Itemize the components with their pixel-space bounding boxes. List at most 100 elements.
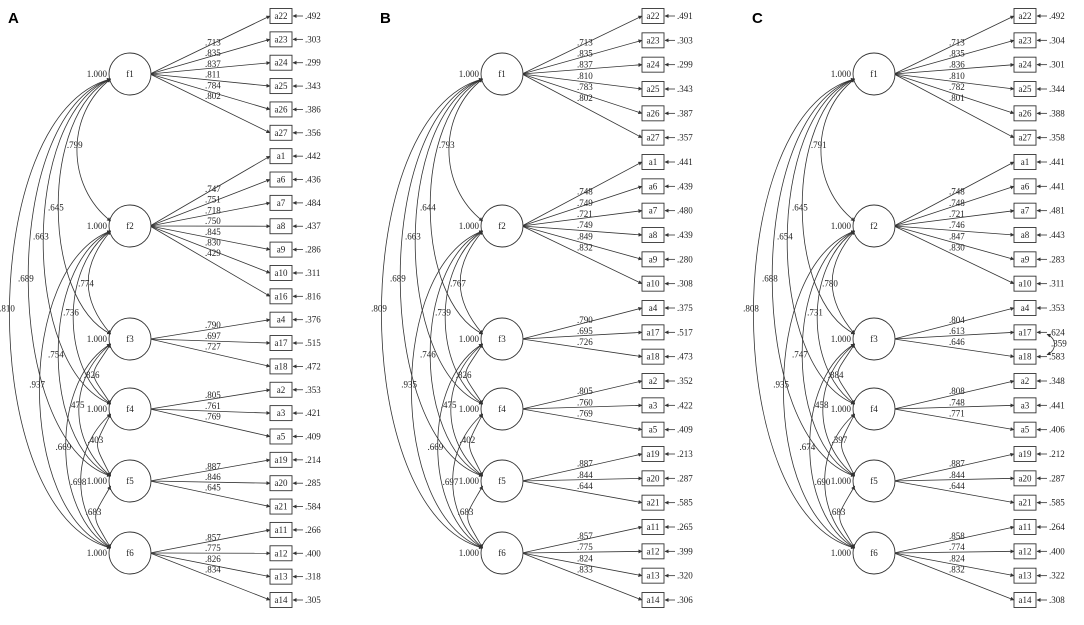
covariance-label: .690: [815, 477, 831, 487]
loading-path: [893, 403, 1015, 410]
error-variance: .212: [1049, 449, 1065, 459]
loading-label: .790: [577, 315, 593, 325]
loading-path: [149, 388, 271, 410]
indicator-box: [1013, 373, 1037, 389]
indicator-name: a11: [1019, 522, 1032, 532]
indicator-box: [1013, 494, 1037, 511]
loading-path: [893, 15, 1015, 75]
loading-label: .811: [205, 70, 220, 80]
indicator-name: a7: [277, 198, 286, 208]
loading-path: [893, 73, 1015, 115]
factor-f1: [480, 52, 524, 96]
indicator-box: [641, 275, 665, 292]
error-variance: .473: [677, 352, 693, 362]
factor-name: f1: [498, 69, 506, 79]
factor-name: f4: [870, 404, 878, 414]
loading-label: .721: [949, 209, 965, 219]
covariance-arc: [459, 230, 483, 335]
indicator-box: [269, 101, 293, 118]
indicator-name: a4: [277, 315, 286, 325]
loading-label: .784: [205, 80, 221, 90]
indicator-name: a11: [275, 525, 288, 535]
error-variance: .484: [305, 198, 321, 208]
loading-path: [149, 408, 271, 438]
covariance-arc: [9, 77, 112, 550]
indicator-name: a6: [277, 175, 286, 185]
covariance-arc: [95, 485, 112, 549]
factor-variance: 1.000: [459, 404, 480, 414]
factor-name: f5: [870, 476, 878, 486]
loading-label: .613: [949, 326, 965, 336]
loading-path: [521, 225, 643, 261]
loading-label: .713: [205, 37, 221, 47]
covariance-label: .689: [18, 274, 34, 284]
factor-variance: 1.000: [87, 221, 108, 231]
loading-label: .697: [205, 331, 221, 341]
loading-path: [149, 338, 271, 368]
loading-path: [149, 201, 271, 227]
indicator-box: [269, 241, 293, 258]
covariance-label: .731: [807, 308, 823, 318]
panel-label: C: [752, 10, 763, 27]
loading-label: .746: [949, 220, 965, 230]
indicator-name: a22: [1019, 11, 1032, 21]
covariance-label: .663: [405, 232, 421, 242]
error-variance: .303: [305, 34, 321, 44]
error-variance: .441: [1049, 181, 1065, 191]
covariance-label: .397: [832, 435, 848, 445]
loading-path: [893, 225, 1015, 285]
loading-label: .887: [205, 461, 221, 471]
covariance-label: .689: [390, 274, 406, 284]
factor-name: f2: [498, 221, 506, 231]
indicator-name: a12: [275, 548, 288, 558]
indicator-box: [1013, 32, 1037, 49]
loading-path: [893, 62, 1015, 75]
error-variance: .386: [305, 104, 321, 114]
loading-label: .783: [577, 82, 593, 92]
loading-label: .747: [205, 184, 221, 194]
indicator-name: a17: [275, 338, 288, 348]
covariance-label: .937: [29, 380, 45, 390]
indicator-name: a21: [1019, 498, 1032, 508]
loading-label: .721: [577, 209, 593, 219]
covariance-label: .669: [428, 442, 444, 452]
error-variance: .515: [305, 338, 321, 348]
indicator-name: a19: [275, 455, 288, 465]
error-variance: .441: [1049, 400, 1065, 410]
covariance-label: .683: [458, 507, 474, 517]
error-variance: .375: [677, 303, 693, 313]
indicator-name: a23: [1019, 35, 1032, 45]
covariance-label: .644: [420, 203, 436, 213]
loading-path: [521, 161, 643, 227]
loading-label: .749: [577, 198, 593, 208]
covariance-arc: [452, 413, 483, 549]
indicator-box: [641, 470, 665, 487]
indicator-name: a5: [1021, 425, 1030, 435]
loading-label: .790: [205, 320, 221, 330]
loading-label: .775: [205, 543, 221, 553]
loading-label: .782: [949, 82, 965, 92]
indicator-name: a24: [647, 60, 660, 70]
indicator-box: [269, 218, 293, 235]
indicator-box: [1013, 470, 1037, 487]
indicator-box: [269, 545, 293, 562]
indicator-box: [269, 358, 293, 375]
loading-path: [893, 185, 1015, 227]
loading-label: .858: [949, 531, 965, 541]
indicator-box: [269, 475, 293, 492]
loading-label: .830: [949, 242, 965, 252]
error-variance: .356: [305, 128, 321, 138]
indicator-name: a9: [1021, 254, 1030, 264]
indicator-name: a14: [647, 595, 660, 605]
loading-path: [149, 61, 271, 75]
error-variance: .441: [1049, 157, 1065, 167]
covariance-arc: [822, 343, 855, 477]
factor-variance: 1.000: [459, 334, 480, 344]
indicator-box: [269, 54, 293, 71]
factor-f1: [108, 52, 152, 96]
loading-label: .835: [205, 48, 221, 58]
loading-label: .805: [577, 386, 593, 396]
loading-label: .695: [577, 326, 593, 336]
factor-name: f1: [126, 69, 134, 79]
